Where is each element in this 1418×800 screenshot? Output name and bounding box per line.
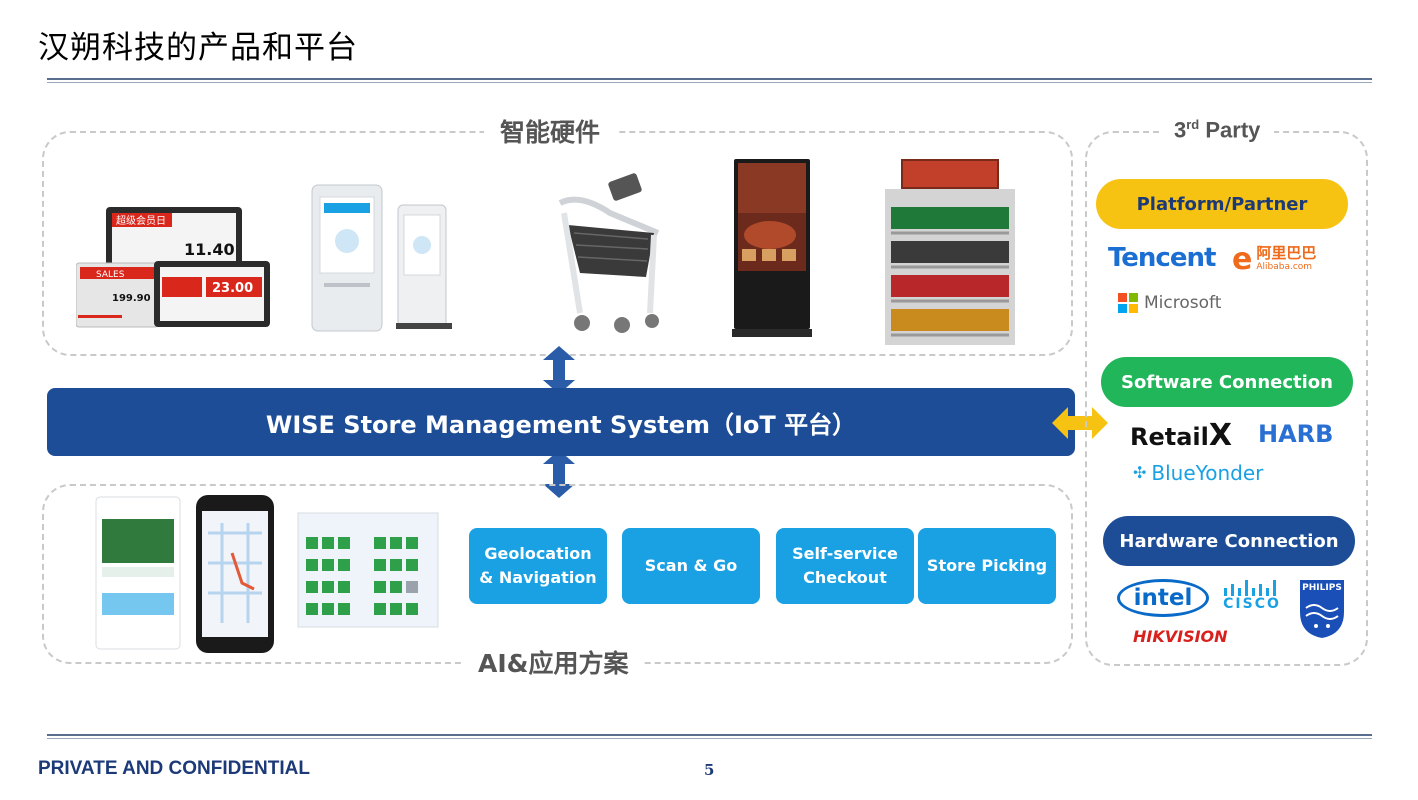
philips-shield-icon xyxy=(1300,580,1344,638)
esl-top-price: 11.40 xyxy=(184,240,235,259)
esl-sales-label: SALES xyxy=(96,270,125,280)
hardware-group-label: 智能硬件 xyxy=(484,113,617,149)
scan-and-go-tile[interactable]: Scan & Go xyxy=(622,528,760,604)
platform-to-third-party-arrow-icon xyxy=(1052,407,1108,439)
header-rule-thin xyxy=(47,82,1372,83)
slide-title: 汉朔科技的产品和平台 xyxy=(38,30,358,66)
tencent-logo: Tencent xyxy=(1108,243,1216,273)
cisco-logo: CISCO xyxy=(1222,580,1282,612)
hardware-connection-pill: Hardware Connection xyxy=(1103,516,1355,566)
esl-sales-price: 199.90 xyxy=(112,293,151,304)
tile-label-scan-go: Scan & Go xyxy=(644,556,738,575)
philips-logo: PHILIPS xyxy=(1298,578,1346,640)
app-screenshots-image xyxy=(95,495,439,653)
intel-logo: intel xyxy=(1117,579,1209,617)
ai-group-label: AI&应用方案 xyxy=(462,644,645,680)
microsoft-squares-icon xyxy=(1118,293,1138,313)
platform-to-ai-arrow-icon xyxy=(543,450,575,498)
digital-signage-totem-image xyxy=(732,159,812,337)
tile-label-geolocation: Geolocation & Navigation xyxy=(479,544,597,587)
cisco-bars-icon xyxy=(1224,580,1276,596)
hikvision-logo: HIKVISION xyxy=(1133,627,1228,646)
confidential-footer: PRIVATE AND CONFIDENTIAL xyxy=(38,758,310,779)
harb-logo: HARB xyxy=(1258,420,1334,448)
header-rule xyxy=(47,78,1372,80)
wise-platform-bar: WISE Store Management System（IoT 平台） xyxy=(47,388,1075,456)
tile-label-store-picking: Store Picking xyxy=(926,556,1048,575)
third-party-label: 3rd Party xyxy=(1160,117,1275,144)
electronic-shelf-labels-image: 超级会员日 11.40 SALES 199.90 23.00 xyxy=(76,207,270,328)
footer-rule xyxy=(47,734,1372,736)
page-number: 5 xyxy=(704,761,715,779)
footer-rule-thin xyxy=(47,738,1372,739)
retailx-logo: Retail X xyxy=(1130,418,1233,453)
microsoft-logo: Microsoft xyxy=(1118,293,1221,313)
geolocation-navigation-tile[interactable]: Geolocation & Navigation xyxy=(469,528,607,604)
esl-red-price: 23.00 xyxy=(212,281,253,296)
store-picking-tile[interactable]: Store Picking xyxy=(918,528,1056,604)
alibaba-logo: e 阿里巴巴 Alibaba.com xyxy=(1232,242,1317,277)
wise-platform-label: WISE Store Management System（IoT 平台） xyxy=(265,410,857,439)
software-connection-pill: Software Connection xyxy=(1101,357,1353,407)
self-service-kiosk-image xyxy=(311,184,452,332)
hardware-to-platform-arrow-icon xyxy=(543,346,575,394)
tile-label-self-checkout: Self-service Checkout xyxy=(792,544,898,587)
self-service-checkout-tile[interactable]: Self-service Checkout xyxy=(776,528,914,604)
smart-shopping-cart-image xyxy=(558,173,660,333)
blueyonder-logo: ✣ BlueYonder xyxy=(1133,461,1264,485)
blueyonder-mark-icon: ✣ xyxy=(1133,465,1147,482)
platform-partner-pill: Platform/Partner xyxy=(1096,179,1348,229)
smart-shelf-display-image xyxy=(885,159,1015,345)
esl-top-banner: 超级会员日 xyxy=(116,214,166,227)
